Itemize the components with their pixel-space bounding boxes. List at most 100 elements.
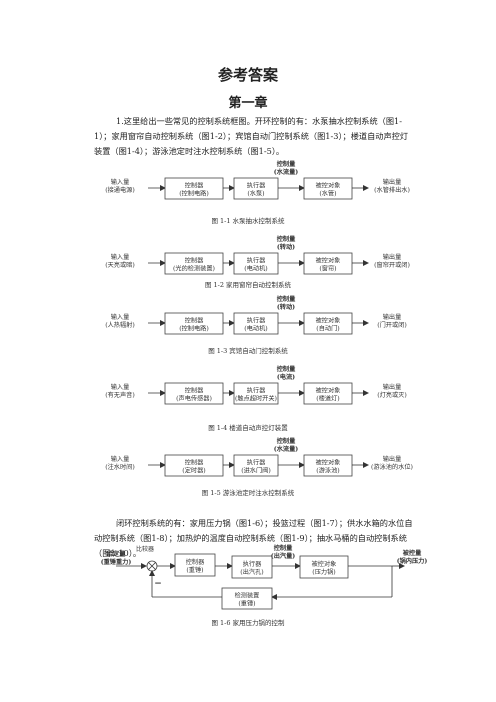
figure-caption-1: 图 1-1 水泵抽水控制系统	[211, 216, 285, 225]
plant-box-1-detail: (水管)	[319, 190, 336, 198]
plant-box-5-detail: (游泳池)	[316, 467, 339, 475]
plant-box-3	[303, 312, 353, 335]
plant-box-5	[303, 454, 353, 477]
chapter-heading: 第一章	[228, 96, 268, 111]
minus-sign: −	[154, 579, 162, 589]
open-loop-paragraph: 1.这里给出一些常见的控制系统框图。开环控制的有：水泵抽水控制系统（图1-1）；…	[94, 116, 409, 156]
controller-box-3	[164, 312, 224, 335]
plant-box-3-detail: (自动门)	[316, 325, 339, 333]
input-2-label: 输入量	[111, 253, 130, 261]
sensor-box-detail: (重锤)	[238, 600, 255, 608]
controller-box-1	[164, 177, 224, 200]
output-4-label: 输出量	[383, 383, 402, 391]
control-qty-5-label: 控制量	[277, 437, 296, 445]
sensor-box	[221, 587, 273, 610]
cl-output-label: 被控量	[402, 549, 422, 557]
setpoint-label: 给定量	[107, 550, 126, 558]
actuator-box-4-label: 执行器	[247, 387, 266, 395]
cl-controller-box	[174, 553, 216, 577]
output-1-label: 输出量	[383, 178, 402, 186]
control-qty-4-label: 控制量	[277, 365, 296, 373]
setpoint-detail: (重锤重力)	[101, 558, 132, 566]
input-4-label: 输入量	[111, 383, 130, 391]
controller-box-3-detail: (控制电路)	[179, 325, 209, 333]
input-1-detail: (接通电源)	[105, 186, 135, 194]
input-5-detail: (注水时间)	[105, 463, 135, 471]
cl-actuator-box-label: 执行器	[243, 560, 262, 568]
output-5-detail: (游泳池的水位)	[371, 463, 413, 471]
output-1-detail: (水管排出水)	[374, 186, 410, 194]
actuator-box-1	[233, 177, 279, 200]
input-1-label: 输入量	[111, 178, 130, 186]
actuator-box-2	[233, 252, 279, 275]
actuator-box-4	[233, 382, 279, 405]
page-title: 参考答案	[217, 66, 278, 84]
summing-cross-b	[148, 562, 156, 570]
controller-box-2-label: 控制器	[185, 257, 204, 265]
control-qty-3-detail: (转动)	[277, 303, 295, 311]
actuator-box-3-label: 执行器	[247, 317, 266, 325]
controller-box-1-detail: (控制电路)	[179, 190, 209, 198]
comparator-label: 比较器	[136, 545, 154, 553]
control-qty-2-label: 控制量	[277, 235, 296, 243]
control-qty-1-label: 控制量	[277, 160, 296, 168]
actuator-box-2-detail: (电动机)	[244, 265, 267, 273]
cl-plant-box	[299, 555, 349, 579]
plant-box-2-label: 被控对象	[316, 257, 341, 265]
input-5-label: 输入量	[111, 455, 130, 463]
output-4-detail: (灯亮或灭)	[377, 391, 407, 399]
cl-control-qty-label: 控制量	[274, 544, 293, 552]
plant-box-4-detail: (楼道灯)	[316, 395, 339, 403]
input-4-detail: (有无声音)	[105, 391, 135, 399]
sensor-box-label: 检测装置	[235, 592, 260, 600]
plant-box-2-detail: (窗帘)	[319, 265, 336, 273]
cl-control-qty-detail: (出汽量)	[271, 552, 295, 560]
controller-box-4-detail: (声电传感器)	[176, 395, 212, 403]
controller-box-5-label: 控制器	[185, 459, 204, 467]
input-2-detail: (天亮或暗)	[105, 261, 135, 269]
control-qty-3-label: 控制量	[277, 295, 296, 303]
cl-actuator-box	[231, 555, 273, 579]
control-qty-1-detail: (水流量)	[274, 168, 298, 176]
actuator-box-1-detail: (水泵)	[247, 190, 264, 198]
output-5-label: 输出量	[383, 455, 402, 463]
controller-box-2	[164, 252, 224, 275]
output-3-label: 输出量	[383, 313, 402, 321]
cl-plant-box-detail: (压力锅)	[312, 568, 335, 576]
output-3-detail: (门开或闭)	[377, 321, 407, 329]
control-qty-2-detail: (转动)	[277, 243, 295, 251]
cl-controller-box-label: 控制器	[186, 558, 205, 566]
actuator-box-2-label: 执行器	[247, 257, 266, 265]
actuator-box-1-label: 执行器	[247, 182, 266, 190]
output-2-label: 输出量	[383, 253, 402, 261]
figure-caption-2: 图 1-2 家用窗帘自动控制系统	[205, 280, 292, 289]
plant-box-2	[303, 252, 353, 275]
input-3-detail: (人热辐射)	[105, 321, 135, 329]
control-qty-4-detail: (电流)	[277, 373, 295, 381]
controller-box-1-label: 控制器	[185, 182, 204, 190]
plant-box-5-label: 被控对象	[316, 459, 341, 467]
actuator-box-4-detail: (触点超时开关)	[235, 395, 277, 403]
output-2-detail: (窗帘开或闭)	[374, 261, 410, 269]
actuator-box-5	[233, 454, 279, 477]
plant-box-1-label: 被控对象	[316, 182, 341, 190]
plant-box-3-label: 被控对象	[316, 317, 341, 325]
figure-caption-6: 图 1-6 家用压力锅的控制	[211, 618, 285, 627]
plant-box-4	[303, 382, 353, 405]
figure-caption-3: 图 1-3 宾馆自动门控制系统	[208, 346, 288, 355]
cl-plant-box-label: 被控对象	[312, 560, 337, 568]
input-3-label: 输入量	[111, 313, 130, 321]
actuator-box-5-detail: (进水门阀)	[241, 467, 271, 475]
cl-controller-box-detail: (重锤)	[186, 566, 203, 574]
actuator-box-3-detail: (电动机)	[244, 325, 267, 333]
actuator-box-3	[233, 312, 279, 335]
controller-box-2-detail: (光的检测装置)	[173, 265, 215, 273]
controller-box-4-label: 控制器	[185, 387, 204, 395]
controller-box-5	[164, 454, 224, 477]
cl-actuator-box-detail: (出汽孔)	[240, 568, 263, 576]
plant-box-4-label: 被控对象	[316, 387, 341, 395]
actuator-box-5-label: 执行器	[247, 459, 266, 467]
controller-box-5-detail: (定时器)	[182, 467, 205, 475]
closed-loop-paragraph: 闭环控制系统的有：家用压力锅（图1-6）；投篮过程（图1-7）；供水水箱的水位自…	[94, 518, 413, 558]
